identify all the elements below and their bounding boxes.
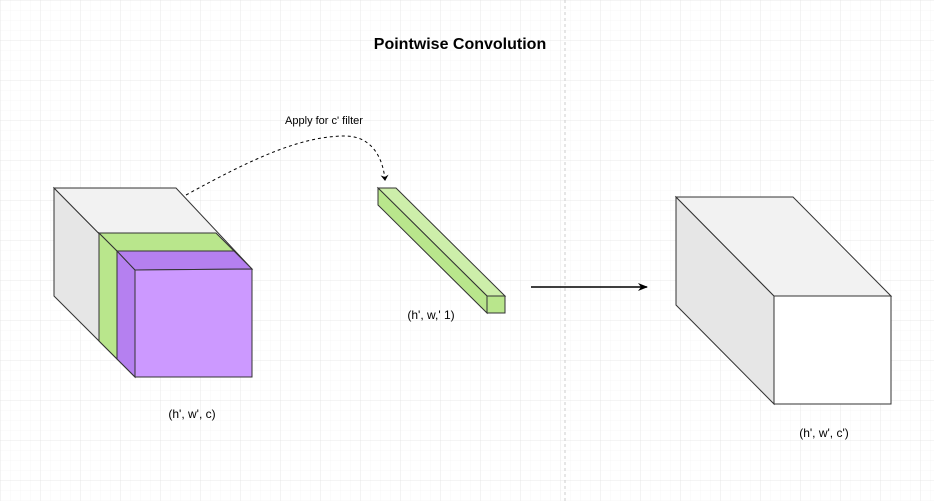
apply-filter-annotation: Apply for c' filter (285, 115, 363, 127)
pointwise-filter (376, 186, 507, 315)
filter-label: (h', w,' 1) (407, 308, 454, 322)
output-block (674, 195, 893, 406)
input-front-side (116, 249, 136, 379)
input-block-label: (h', w', c) (168, 407, 215, 421)
filter-end-face (486, 295, 506, 314)
apply-filter-arrow (185, 135, 389, 196)
input-front-top (115, 250, 254, 271)
input-channel-slice-side (98, 231, 118, 361)
input-channel-slice-top (97, 232, 236, 252)
diagram-title: Pointwise Convolution (374, 36, 546, 53)
output-block-label: (h', w', c') (799, 426, 849, 440)
output-block-front-face (773, 295, 892, 405)
input-block (52, 186, 254, 379)
input-front-face (134, 268, 253, 378)
